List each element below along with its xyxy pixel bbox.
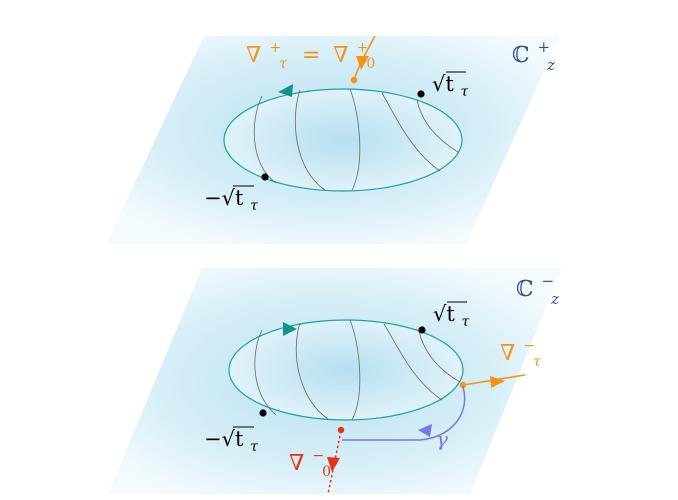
lower-gamma-arrow xyxy=(418,424,432,437)
lower-gamma-path xyxy=(342,386,466,441)
upper-point-sqrt-t xyxy=(417,90,425,98)
upper-point-minus-sqrt-t-label: −√t τ xyxy=(204,186,258,214)
upper-plane: ∇ + τ = ∇ + 0 ℂ + z √t τ −√t τ xyxy=(106,33,560,244)
lower-orientation-arrow xyxy=(283,322,297,336)
lower-orange-label: ∇ − τ xyxy=(500,331,542,370)
lower-orange-arrow xyxy=(490,376,505,388)
upper-orange-label: ∇ + τ = ∇ + 0 xyxy=(246,33,375,74)
upper-level-curves xyxy=(253,88,459,191)
lower-red-arrow xyxy=(327,457,340,472)
lower-point-minus-sqrt-t xyxy=(259,409,267,417)
lower-gamma-label: γ xyxy=(436,427,448,451)
upper-point-minus-sqrt-t xyxy=(261,173,269,181)
lower-point-sqrt-t xyxy=(418,326,426,334)
upper-contour-ellipse xyxy=(223,88,463,192)
upper-point-sqrt-t-label: √t τ xyxy=(432,72,469,100)
upper-plane-label: ℂ + z xyxy=(512,33,557,74)
upper-orange-arrow xyxy=(356,56,369,70)
lower-point-sqrt-t-label: √t τ xyxy=(433,302,470,330)
lower-red-label: ∇ − 0 xyxy=(289,441,331,480)
lower-point-minus-sqrt-t-label: −√t τ xyxy=(204,427,258,455)
lower-plane: ℂ − z √t τ −√t τ ∇ − τ ∇ − 0 γ xyxy=(108,267,562,495)
upper-orientation-arrow xyxy=(278,84,293,97)
lower-red-point xyxy=(337,426,345,434)
upper-orange-point xyxy=(350,76,358,84)
lower-plane-label: ℂ − z xyxy=(516,267,561,308)
lower-orange-point xyxy=(459,381,467,389)
lower-level-curves xyxy=(254,319,461,421)
lower-contour-ellipse xyxy=(228,319,464,421)
